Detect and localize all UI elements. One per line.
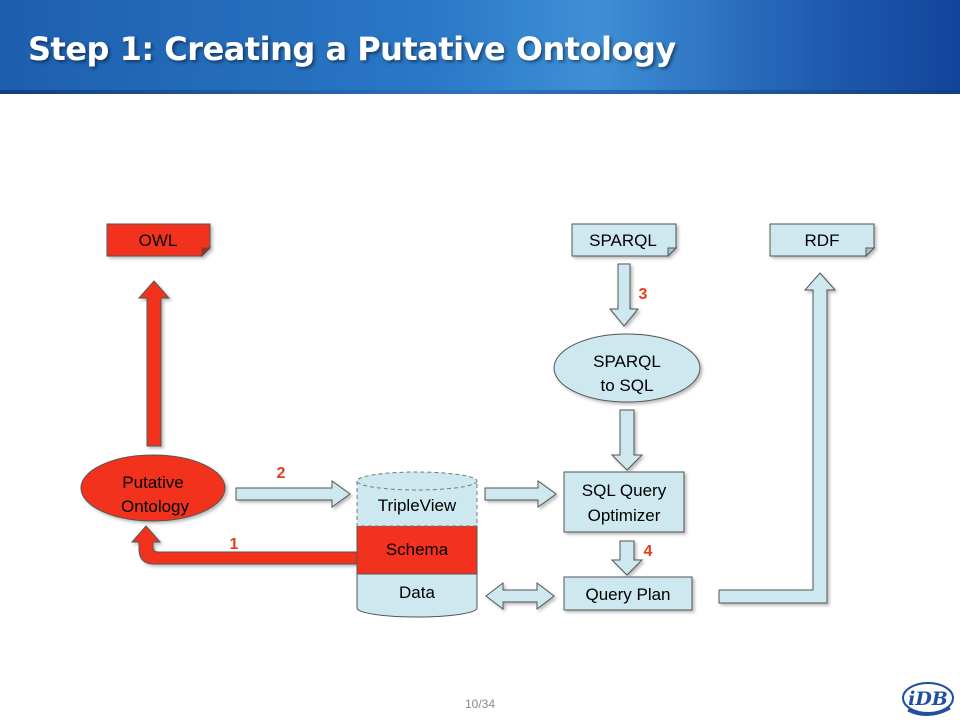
arrow-tripleview-to-optimizer	[484, 480, 557, 508]
arrow-sparql-to-optimizer	[610, 409, 644, 471]
slide-title: Step 1: Creating a Putative Ontology	[28, 30, 676, 68]
sql-query-optimizer-line2: Optimizer	[588, 506, 661, 525]
arrow-query-plan-to-rdf	[718, 272, 837, 604]
idb-logo: iDB	[902, 682, 954, 716]
arrow-step-2	[235, 480, 351, 508]
red-arrow-up	[137, 280, 171, 447]
sparql-to-sql-line2: to SQL	[601, 376, 654, 395]
putative-ontology-node	[80, 454, 226, 522]
arrow-step-3	[608, 263, 640, 327]
data-label: Data	[399, 583, 435, 602]
triple-view-label: TripleView	[378, 496, 457, 515]
putative-ontology-line2: Ontology	[121, 497, 190, 516]
sql-query-optimizer-node	[563, 471, 685, 533]
rdf-document	[769, 223, 876, 258]
sparql-to-sql-node	[553, 333, 701, 403]
sparql-document	[571, 223, 678, 258]
rdf-label: RDF	[805, 231, 840, 250]
arrow-step-1	[130, 525, 358, 565]
step-4-label: 4	[644, 543, 653, 560]
slide-header: Step 1: Creating a Putative Ontology	[0, 0, 960, 94]
putative-ontology-line1: Putative	[122, 473, 183, 492]
step-1-label: 1	[230, 536, 239, 553]
query-plan-node	[563, 576, 693, 611]
arrow-data-query-plan	[485, 581, 555, 611]
owl-label: OWL	[139, 231, 178, 250]
step-3-label: 3	[639, 286, 648, 303]
page-number: 10/34	[464, 697, 496, 711]
sparql-label: SPARQL	[589, 231, 657, 250]
schema-label: Schema	[386, 540, 449, 559]
svg-text:iDB: iDB	[908, 688, 948, 710]
database-cylinder	[356, 471, 478, 618]
arrow-step-4	[610, 540, 644, 576]
query-plan-label: Query Plan	[585, 585, 670, 604]
owl-document	[106, 223, 212, 258]
sparql-to-sql-line1: SPARQL	[593, 352, 661, 371]
step-2-label: 2	[277, 465, 286, 482]
sql-query-optimizer-line1: SQL Query	[582, 481, 667, 500]
